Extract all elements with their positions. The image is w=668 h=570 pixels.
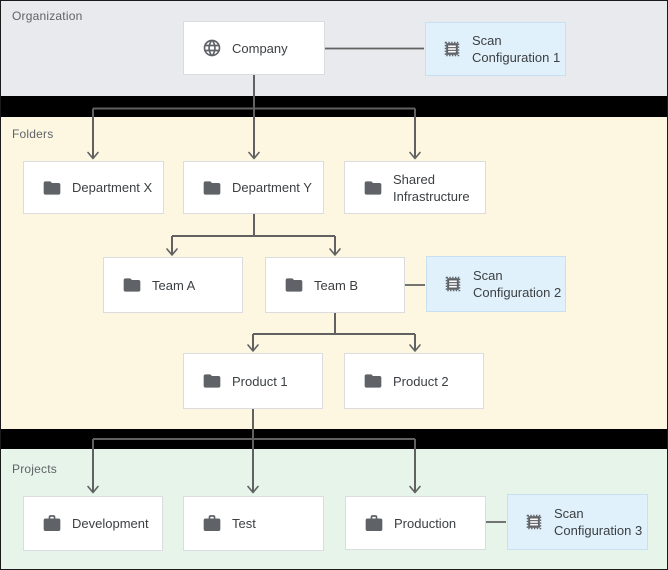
node-development: Development bbox=[23, 496, 163, 551]
node-label: Company bbox=[232, 40, 288, 56]
node-team-b: Team B bbox=[265, 257, 405, 313]
node-label: Scan Configuration 1 bbox=[472, 33, 561, 65]
node-label: Shared Infrastructure bbox=[393, 171, 470, 204]
folder-icon bbox=[284, 275, 304, 295]
node-label: Test bbox=[232, 516, 256, 531]
briefcase-icon bbox=[202, 514, 222, 534]
separator-band-top bbox=[1, 96, 667, 117]
briefcase-icon bbox=[42, 514, 62, 534]
folder-icon bbox=[42, 178, 62, 198]
node-department-x: Department X bbox=[23, 161, 164, 214]
node-label: Team A bbox=[152, 277, 196, 293]
folders-band-label: Folders bbox=[12, 127, 54, 141]
node-label: Team B bbox=[314, 277, 359, 293]
projects-band-label: Projects bbox=[12, 462, 57, 476]
node-scan-configuration-2: Scan Configuration 2 bbox=[426, 256, 566, 312]
folder-icon bbox=[122, 275, 142, 295]
globe-icon bbox=[202, 38, 222, 58]
node-label: Department Y bbox=[232, 180, 312, 195]
node-label: Product 2 bbox=[393, 373, 449, 389]
node-team-a: Team A bbox=[103, 257, 243, 313]
node-label: Scan Configuration 2 bbox=[473, 268, 562, 300]
node-label: Product 1 bbox=[232, 373, 288, 389]
folder-icon bbox=[363, 178, 383, 198]
node-scan-configuration-3: Scan Configuration 3 bbox=[507, 494, 648, 550]
briefcase-icon bbox=[364, 513, 384, 533]
node-label: Production bbox=[394, 515, 457, 531]
node-shared-infrastructure: Shared Infrastructure bbox=[344, 161, 486, 214]
folder-icon bbox=[363, 371, 383, 391]
node-test: Test bbox=[183, 496, 324, 551]
node-label: Department X bbox=[72, 180, 153, 195]
scan-config-icon bbox=[443, 274, 463, 294]
node-label: Scan Configuration 3 bbox=[554, 506, 643, 538]
folder-icon bbox=[202, 371, 222, 391]
node-company: Company bbox=[183, 21, 325, 75]
scan-config-icon bbox=[524, 512, 544, 532]
node-product-1: Product 1 bbox=[183, 353, 323, 409]
node-scan-configuration-1: Scan Configuration 1 bbox=[425, 22, 566, 76]
node-label: Development bbox=[72, 516, 149, 531]
folder-icon bbox=[202, 178, 222, 198]
scan-config-icon bbox=[442, 39, 462, 59]
organization-band-label: Organization bbox=[12, 9, 83, 23]
node-department-y: Department Y bbox=[183, 161, 324, 214]
node-production: Production bbox=[345, 496, 486, 550]
node-product-2: Product 2 bbox=[344, 353, 484, 409]
